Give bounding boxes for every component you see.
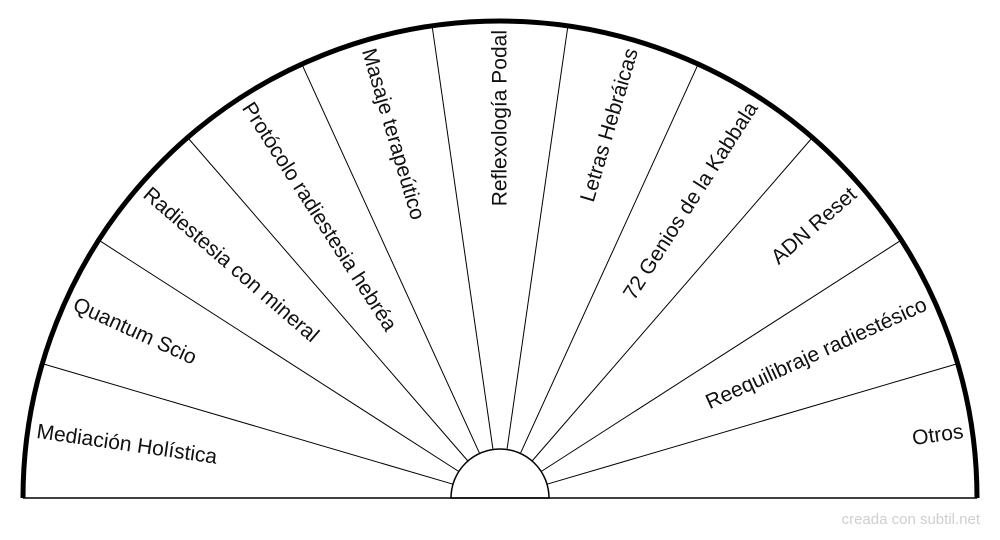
segment-divider: [301, 63, 481, 454]
segment-divider: [519, 63, 699, 454]
segment-label: Masaje terapeútico: [357, 46, 429, 223]
segment-divider: [540, 239, 902, 472]
segment-label: Reflexología Podal: [489, 30, 512, 206]
segment-divider: [42, 363, 454, 485]
segment-label: ADN Reset: [767, 183, 862, 269]
segment-divider: [531, 137, 813, 462]
outer-arc: [20, 18, 980, 499]
center-hub: [450, 448, 550, 499]
segment-label: Radiestesia con mineral: [139, 183, 323, 347]
segment-divider: [187, 137, 469, 462]
segment-divider: [431, 25, 494, 450]
segment-label: Quantum Scio: [70, 293, 201, 369]
segment-divider: [546, 363, 958, 485]
segment-label: 72 Genios de la Kabbala: [619, 98, 763, 304]
segment-label: Mediación Holística: [35, 420, 219, 469]
segment-divider: [506, 25, 569, 450]
segment-dividers: [42, 25, 958, 485]
credit-text: creada con subtil.net: [841, 511, 980, 528]
segment-label: Reequilibraje radiestésico: [702, 293, 930, 414]
segment-label: Letras Hebráicas: [576, 46, 643, 205]
segment-label: Otros: [911, 420, 965, 450]
segment-divider: [98, 239, 460, 472]
